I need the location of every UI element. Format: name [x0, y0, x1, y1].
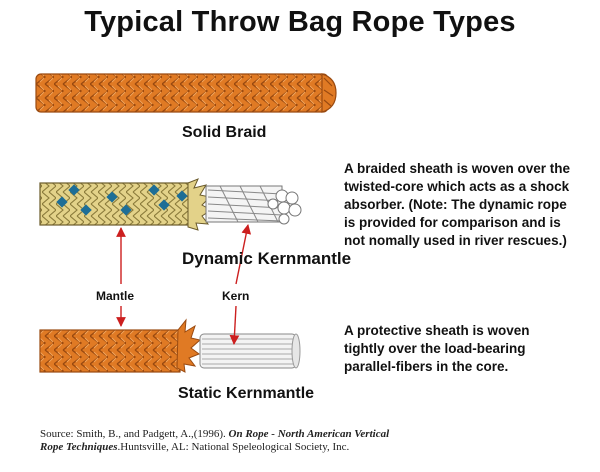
- static-kernmantle-rope: [39, 318, 301, 373]
- dynamic-kernmantle-rope: [39, 178, 302, 231]
- label-mantle: Mantle: [96, 289, 135, 303]
- dynamic-description: A braided sheath is woven over the twist…: [344, 161, 571, 248]
- source-citation: Source: Smith, B., and Padgett, A.,(1996…: [40, 428, 390, 453]
- static-description: A protective sheath is woven tightly ove…: [344, 323, 530, 374]
- label-dynamic-kernmantle: Dynamic Kernmantle: [182, 249, 352, 268]
- solid-braid-rope: [35, 73, 337, 113]
- page-title: Typical Throw Bag Rope Types: [84, 6, 516, 38]
- label-solid-braid: Solid Braid: [182, 124, 267, 141]
- label-static-kernmantle: Static Kernmantle: [178, 385, 315, 402]
- kern-arrows: [229, 224, 252, 345]
- label-kern: Kern: [222, 289, 250, 303]
